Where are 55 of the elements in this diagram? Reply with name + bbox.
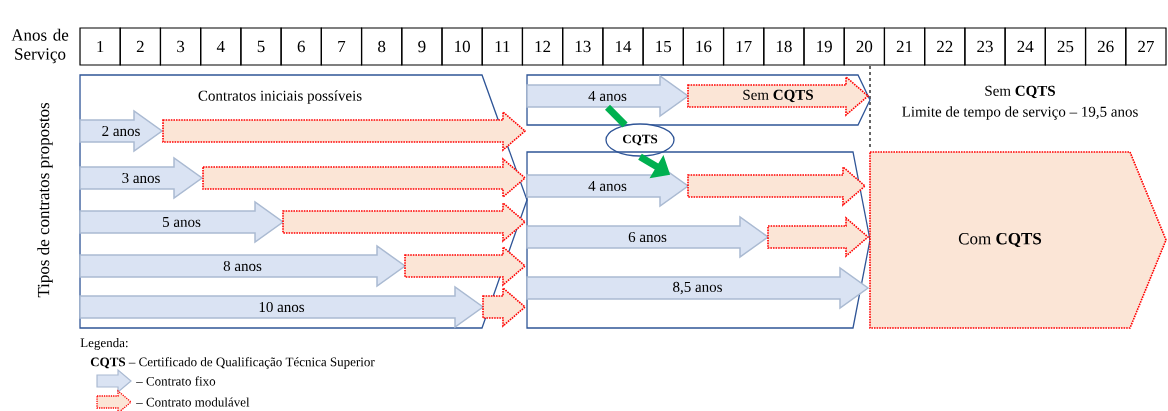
modular-contract-bar xyxy=(282,201,527,243)
fixed-contract-bar: 4 anos xyxy=(526,164,690,208)
modular-contract-bar xyxy=(404,245,527,287)
table-cell: 18 xyxy=(763,27,805,66)
fixed-contract-bar: 10 anos xyxy=(79,285,485,329)
table-cell: 5 xyxy=(240,27,282,66)
note-text: Sem CQTS xyxy=(985,85,1055,99)
table-cell: 15 xyxy=(642,27,684,66)
table-cell: 2 xyxy=(119,27,162,66)
row-label: Anos de Serviço xyxy=(11,28,69,64)
table-cell: 10 xyxy=(441,27,483,66)
table-cell: 13 xyxy=(562,27,604,66)
modular-contract-bar xyxy=(687,165,867,207)
table-cell: 11 xyxy=(481,27,524,66)
table-cell: 4 xyxy=(200,27,242,66)
table-cell: 25 xyxy=(1044,27,1087,66)
table-cell: 9 xyxy=(401,27,443,66)
modular-contract-bar xyxy=(767,216,870,258)
fixed-contract-bar: 6 anos xyxy=(526,215,770,259)
modular-contract-bar xyxy=(482,286,527,328)
table-cell: 17 xyxy=(722,27,765,66)
fixed-contract-bar: 2 anos xyxy=(79,109,164,153)
table-cell: 14 xyxy=(602,27,644,66)
table-cell: 12 xyxy=(521,27,564,66)
legend-text: – Contrato fixo xyxy=(136,376,216,386)
table-cell: 20 xyxy=(843,27,886,66)
fixed-contract-bar: 5 anos xyxy=(79,200,285,244)
note-text: Limite de tempo de serviço – 19,5 anos xyxy=(902,106,1138,120)
legend-text: – Contrato modulável xyxy=(136,397,250,407)
table-cell: 27 xyxy=(1125,27,1167,66)
table-cell: 7 xyxy=(320,27,363,66)
legend-text: CQTS – Certificado de Qualificação Técnica Superior xyxy=(90,357,375,369)
modular-contract-bar xyxy=(162,110,527,152)
table-cell: 1 xyxy=(79,27,121,66)
table-cell: 22 xyxy=(924,27,966,66)
table-cell: 19 xyxy=(803,27,845,66)
table-cell: 23 xyxy=(964,27,1006,66)
fixed-contract-bar: 8,5 anos xyxy=(526,266,870,310)
modular-contract-bar xyxy=(202,157,527,199)
panel xyxy=(526,151,871,329)
pentagon-box: Com CQTS xyxy=(869,151,1167,329)
table-cell: 26 xyxy=(1084,27,1127,66)
table-cell: 24 xyxy=(1004,27,1046,66)
fixed-contract-bar: 4 anos xyxy=(526,74,690,118)
modular-contract-bar: Sem CQTS xyxy=(687,75,870,117)
table-cell: 21 xyxy=(883,27,926,66)
table-cell: 6 xyxy=(280,27,322,66)
axis-label: Tipos de contratos propostos xyxy=(37,102,53,298)
fixed-contract-bar: 3 anos xyxy=(79,156,204,200)
table-cell: 16 xyxy=(682,27,725,66)
connector-line xyxy=(605,104,628,128)
table-cell: 3 xyxy=(159,27,202,66)
fixed-contract-bar: 8 anos xyxy=(79,244,407,288)
panel xyxy=(526,74,871,126)
table-cell: 8 xyxy=(360,27,403,66)
